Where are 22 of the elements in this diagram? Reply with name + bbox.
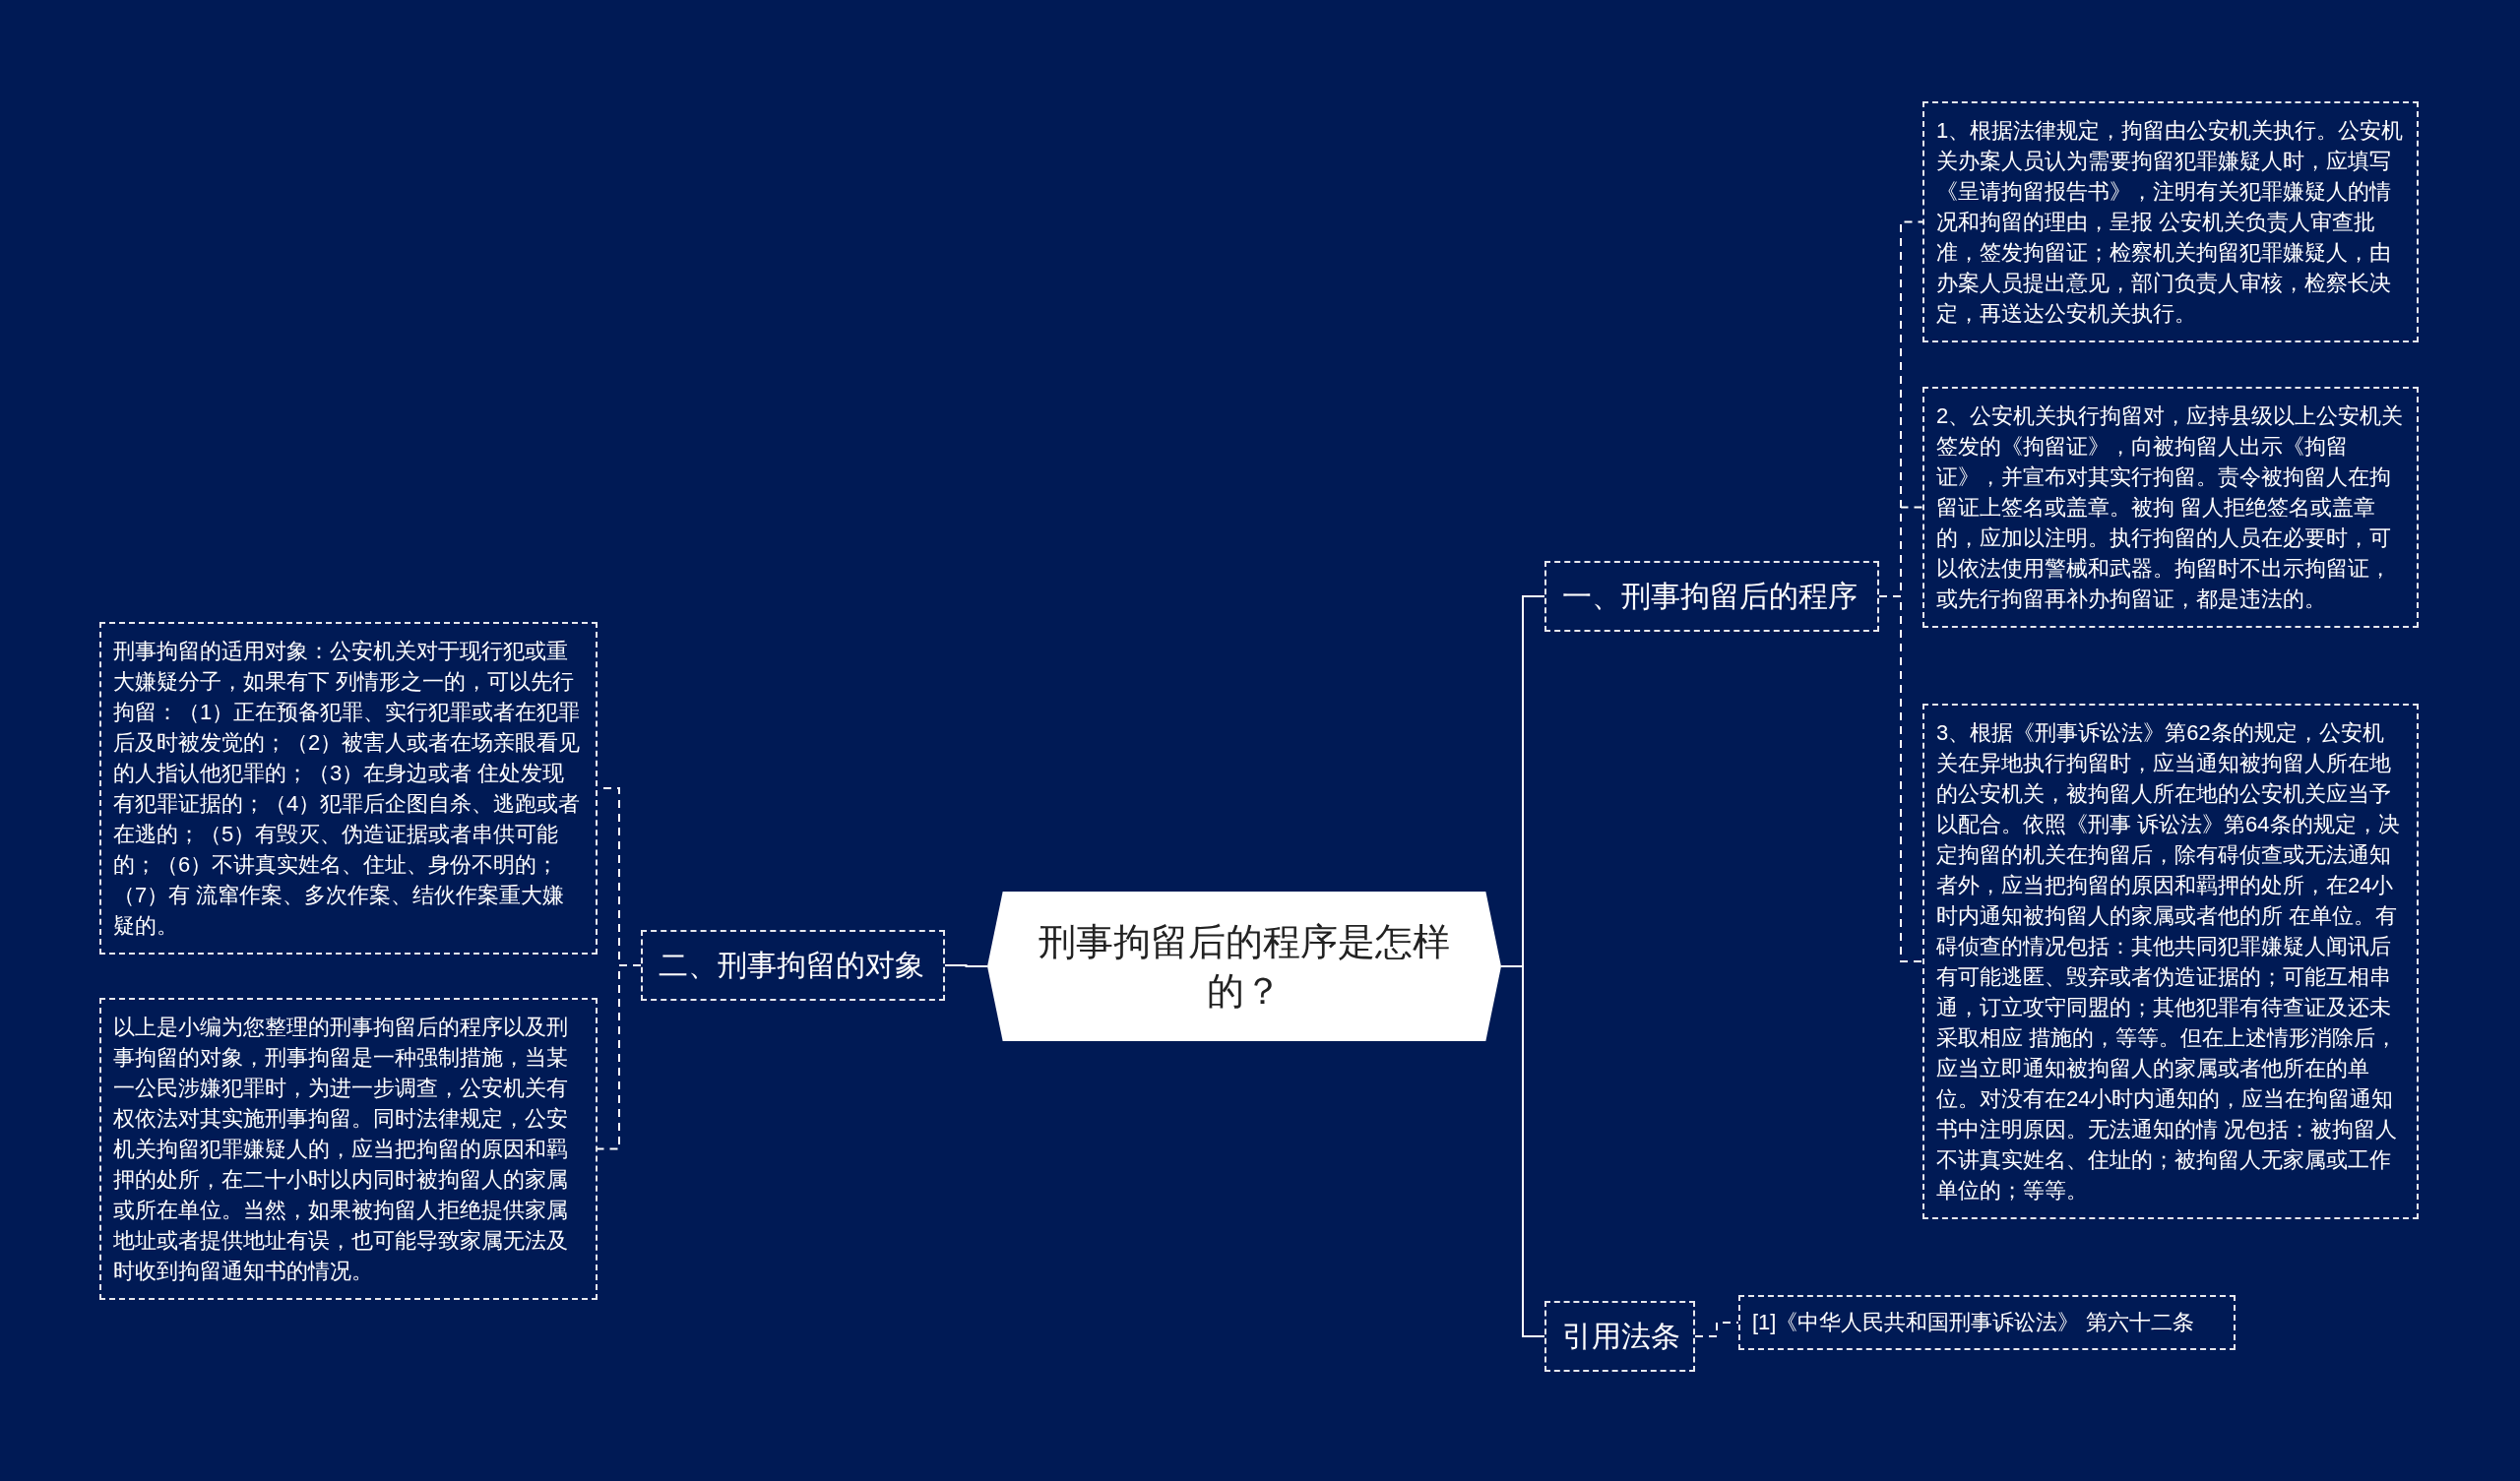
node-text: 刑事拘留的适用对象：公安机关对于现行犯或重大嫌疑分子，如果有下 列情形之一的，可以先行拘留：（1）正在预备犯罪、实行犯罪或者在犯罪后及时被发觉的；（2）被害人或者在场亲眼看见的人指认他犯罪的；（3）在身边或者 住处发现有犯罪证据的；（4）犯罪后企图自杀、逃跑或者在逃的；（5）有毁灭、伪造证据或者串供可能的；（6）不讲真实姓名、住址、身份不明的；（7）有 流窜作案、多次作案、结伙作案重大嫌疑的。: [112, 638, 582, 940]
branch-box: [641, 930, 945, 1001]
connector-line: [597, 964, 642, 1150]
node-text: 引用法条: [1561, 1319, 1681, 1354]
node-text: [1]《中华人民共和国刑事诉讼法》 第六十二条: [1751, 1309, 2195, 1336]
node-text: 2、公安机关执行拘留对，应持县级以上公安机关签发的《拘留证》，向被拘留人出示《拘留证》，并宣布对其实行拘留。责令被拘留人在拘留证上签名或盖章。被拘 留人拒绝签名或盖章的，应加以注明。执行拘留的人员在必要时，可以依法使用警械和武器。拘留时不出示拘留证，或先行拘留再补办拘留证，都是违法的。: [1935, 402, 2405, 613]
connector-line: [944, 964, 988, 967]
node-text: 二、刑事拘留的对象: [658, 948, 925, 983]
node-text: 3、根据《刑事诉讼法》第62条的规定，公安机关在异地执行拘留时，应当通知被拘留人所在地的公安机关，被拘留人所在地的公安机关应当予以配合。依照《刑事 诉讼法》第64条的规定，决定拘留的机关在拘留后，除有碍侦查或无法通知者外，应当把拘留的原因和羁押的处所，在24小时内通知被拘留人的家属或者他的所 在单位。有碍侦查的情况包括：其他共同犯罪嫌疑人闻讯后有可能逃匿、毁弃或者伪造证据的；可能互相串通，订立攻守同盟的；其他犯罪有待查证及还未采取相应 措施的，等等。但在上述情形消除后，应当立即通知被拘留人的家属或者他所在的单位。对没有在24小时内通知的，应当在拘留通知书中注明原因。无法通知的情 况包括：被拘留人不讲真实姓名、住址的；被拘留人无家属或工作单位的；等等。: [1935, 719, 2401, 1204]
citation-box: [1738, 1295, 2236, 1350]
topic-text: 刑事拘留后的程序是怎样的？: [1038, 920, 1451, 1014]
node-text: 以上是小编为您整理的刑事拘留后的程序以及刑事拘留的对象，刑事拘留是一种强制措施，当某一公民涉嫌犯罪时，为进一步调查，公安机关有权依法对其实施刑事拘留。同时法律规定，公安机关拘留犯罪嫌疑人的，应当把拘留的原因和羁押的处所，在二十小时以内同时被拘留人的家属或所在单位。当然，如果被拘留人拒绝提供家属地址或者提供地址有误，也可能导致家属无法及时收到拘留通知书的情况。: [112, 1014, 569, 1285]
branch-box: [1544, 561, 1879, 632]
node-text: 1、根据法律规定，拘留由公安机关执行。公安机关办案人员认为需要拘留犯罪嫌疑人时，应填写《呈请拘留报告书》，注明有关犯罪嫌疑人的情况和拘留的理由，呈报 公安机关负责人审查批准，签发拘留证；检察机关拘留犯罪嫌疑人，由办案人员提出意见，部门负责人审核，检察长决定，再送达公安机关执行。: [1935, 117, 2405, 328]
branch-box: [1544, 1301, 1695, 1372]
note-box: [99, 998, 598, 1300]
topic-hexagon: [987, 892, 1501, 1041]
node-text: 一、刑事拘留后的程序: [1561, 579, 1858, 614]
note-box: [1922, 101, 2419, 342]
connector-line: [1694, 1322, 1739, 1337]
connector-line: [1878, 595, 1923, 962]
note-box: [1922, 387, 2419, 628]
